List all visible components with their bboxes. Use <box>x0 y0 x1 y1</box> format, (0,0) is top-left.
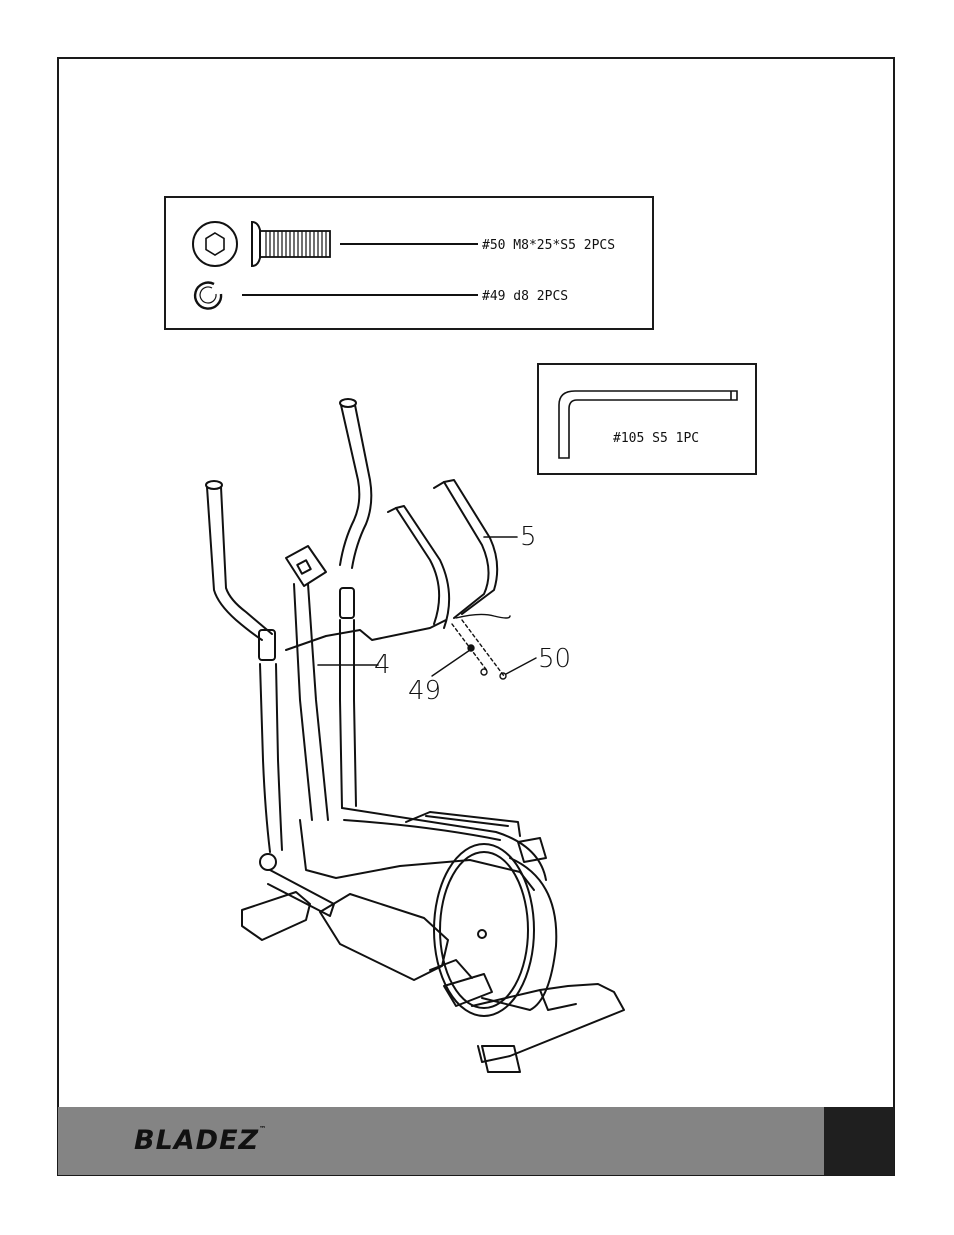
right-handle-arm <box>340 399 371 808</box>
callout-washer: 49 <box>408 678 441 704</box>
callout-bolt: 50 <box>538 646 571 672</box>
brand-logo: BLADEZ™ <box>134 1125 267 1156</box>
upright-post <box>286 546 378 820</box>
handlebar <box>388 480 517 628</box>
brand-name: BLADEZ <box>134 1125 259 1156</box>
callout-upright: 4 <box>374 652 391 678</box>
brand-trademark: ™ <box>259 1125 267 1133</box>
page-number-tab <box>824 1107 894 1175</box>
left-handle-arm <box>206 481 282 870</box>
main-frame <box>242 808 624 1072</box>
callout-handlebar: 5 <box>520 524 537 550</box>
bolt-washer-exploded <box>432 620 536 679</box>
footer-bar: BLADEZ™ <box>58 1107 894 1175</box>
